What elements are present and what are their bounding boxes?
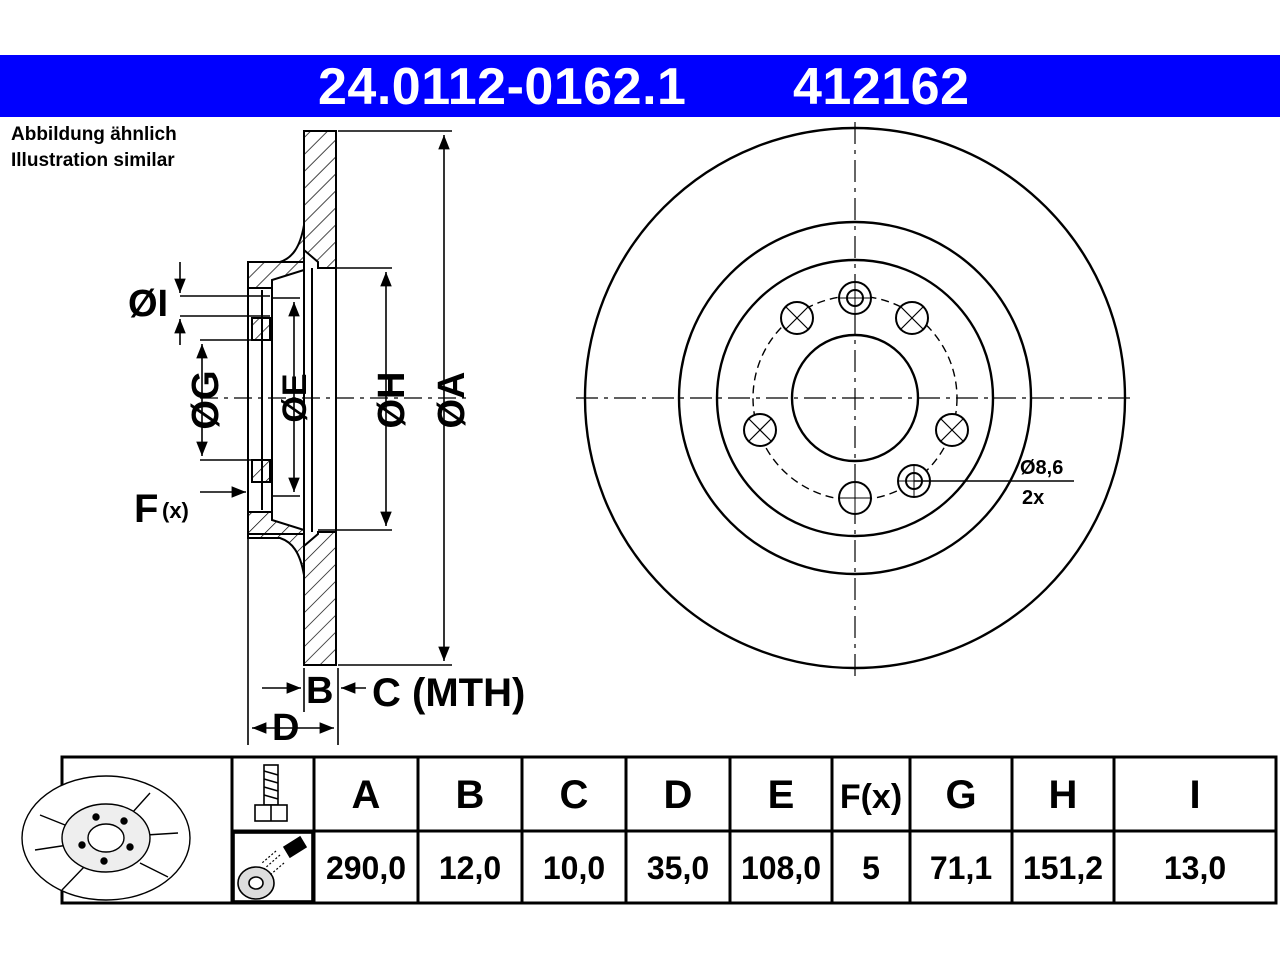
bolt-hole-5 — [743, 413, 777, 447]
header-g: G — [945, 773, 977, 817]
bolt-holes — [743, 281, 969, 515]
header-e: E — [767, 773, 795, 817]
label-dia-g: ØG — [185, 370, 227, 429]
brake-disc-thumbnail-icon — [21, 775, 191, 901]
value-h: 151,2 — [1022, 850, 1104, 886]
header-h: H — [1048, 773, 1078, 817]
note-english: Illustration similar — [11, 150, 175, 171]
label-b: B — [306, 670, 333, 712]
friction-inner-edge — [677, 220, 1033, 576]
label-dia-i: ØI — [128, 283, 168, 325]
header-f-text: F(x) — [839, 778, 903, 816]
hub-edge — [715, 258, 995, 538]
label-dia-h: ØH — [371, 372, 413, 429]
label-f-suffix: (x) — [162, 498, 189, 523]
spray-cleaning-icon — [233, 832, 313, 902]
label-c-mth: C (MTH) — [372, 671, 525, 715]
bolt-hole-1 — [838, 281, 872, 315]
front-view — [576, 122, 1132, 678]
spec-table: A B C D E F(x) G H I 290,0 12,0 10,0 35,… — [0, 755, 1280, 905]
bolt-hole-6 — [780, 301, 814, 335]
header-c: C — [559, 773, 589, 817]
label-dia-a: ØA — [431, 372, 473, 429]
value-e: 108,0 — [740, 850, 822, 886]
bolt-hole-3 — [935, 413, 969, 447]
value-c: 10,0 — [542, 850, 606, 886]
value-d: 35,0 — [646, 850, 710, 886]
header-f: F(x) — [832, 755, 910, 831]
value-f: 5 — [862, 850, 880, 886]
value-a: 290,0 — [325, 850, 407, 886]
outer-disc-edge — [583, 126, 1127, 670]
header-b: B — [455, 773, 485, 817]
article-code: 412162 — [793, 58, 970, 116]
header-d: D — [663, 773, 693, 817]
note-german: Abbildung ähnlich — [11, 124, 177, 145]
wheel-bolt-icon — [254, 764, 288, 822]
bolt-hole-2 — [895, 301, 929, 335]
hole-diameter-label: Ø8,6 — [1020, 457, 1063, 479]
label-d: D — [272, 707, 299, 749]
table-grid — [21, 755, 1278, 905]
header-a: A — [351, 773, 381, 817]
title-bar: 24.0112-0162.1 412162 — [0, 55, 1280, 117]
hole-callout: Ø8,6 2x — [914, 457, 1074, 509]
value-b: 12,0 — [438, 850, 502, 886]
value-g: 71,1 — [929, 850, 993, 886]
label-f: F — [134, 487, 158, 531]
bolt-hole-4 — [838, 481, 872, 515]
part-number: 24.0112-0162.1 — [318, 58, 687, 116]
center-bore — [790, 333, 920, 463]
side-dimension-lines — [174, 130, 452, 745]
label-dia-e: ØE — [276, 373, 314, 422]
side-labels: ØI ØG ØE ØH ØA F (x) B C (MTH) D — [128, 283, 525, 749]
hole-count-label: 2x — [1022, 487, 1044, 509]
header-i: I — [1189, 773, 1201, 817]
value-i: 13,0 — [1163, 850, 1227, 886]
